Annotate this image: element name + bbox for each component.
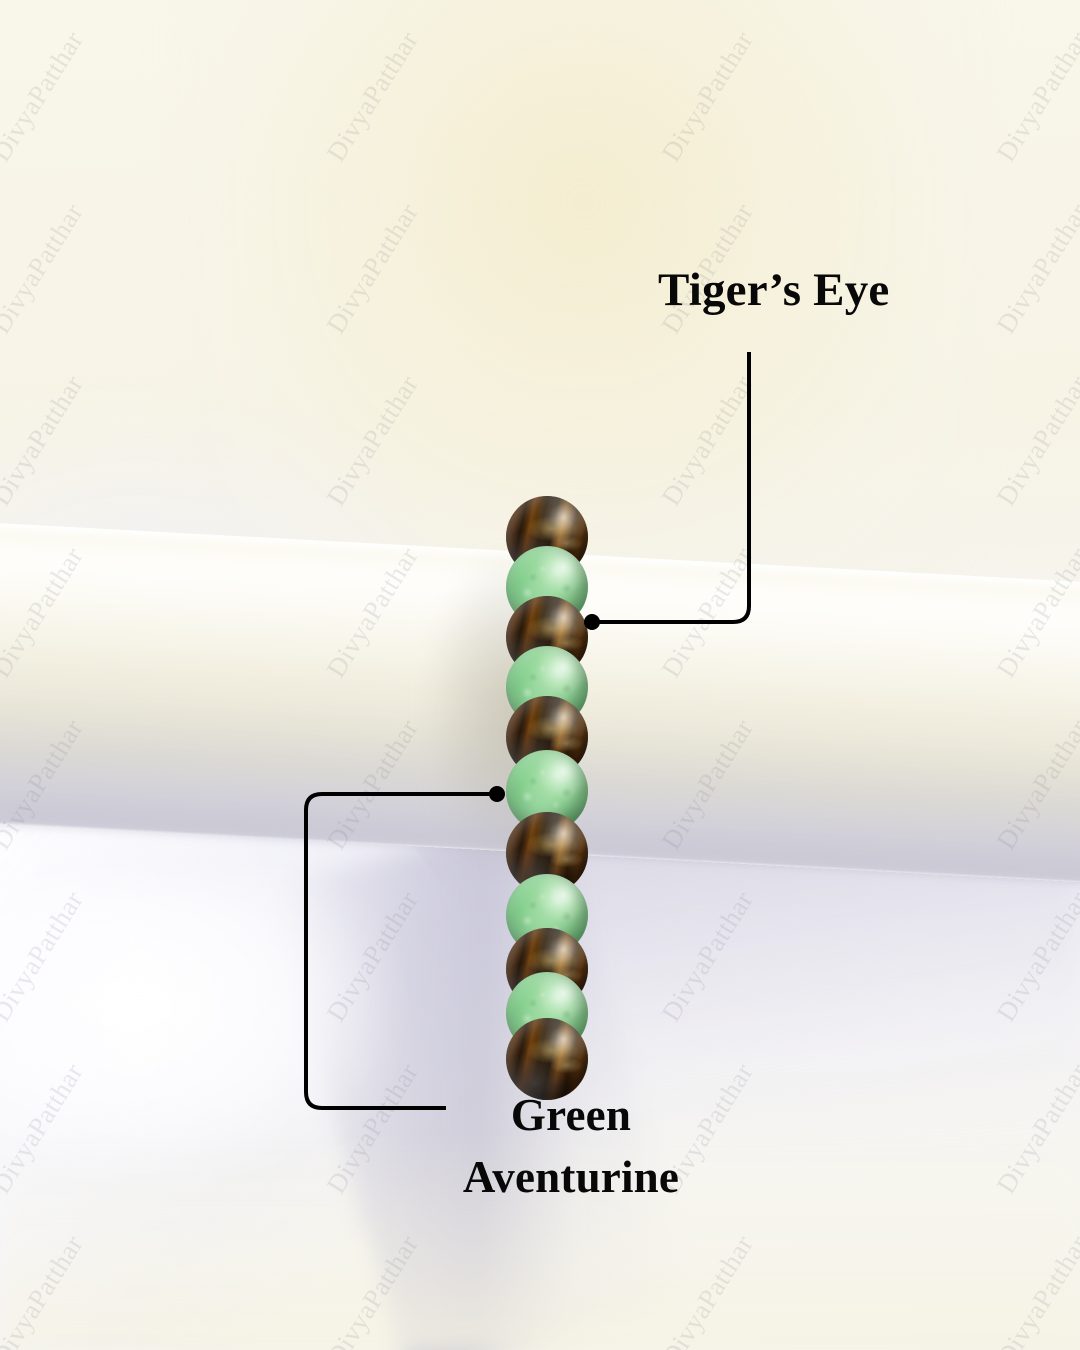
label-green-aventurine-line2: Aventurine	[462, 1152, 680, 1203]
label-green-aventurine: Green Aventurine	[436, 1084, 706, 1208]
label-tigers-eye: Tiger’s Eye	[658, 264, 890, 316]
label-green-aventurine-line1: Green	[510, 1090, 632, 1140]
bracelet-bead-column	[506, 496, 594, 1100]
bottom-warm-glow	[0, 1130, 1080, 1350]
